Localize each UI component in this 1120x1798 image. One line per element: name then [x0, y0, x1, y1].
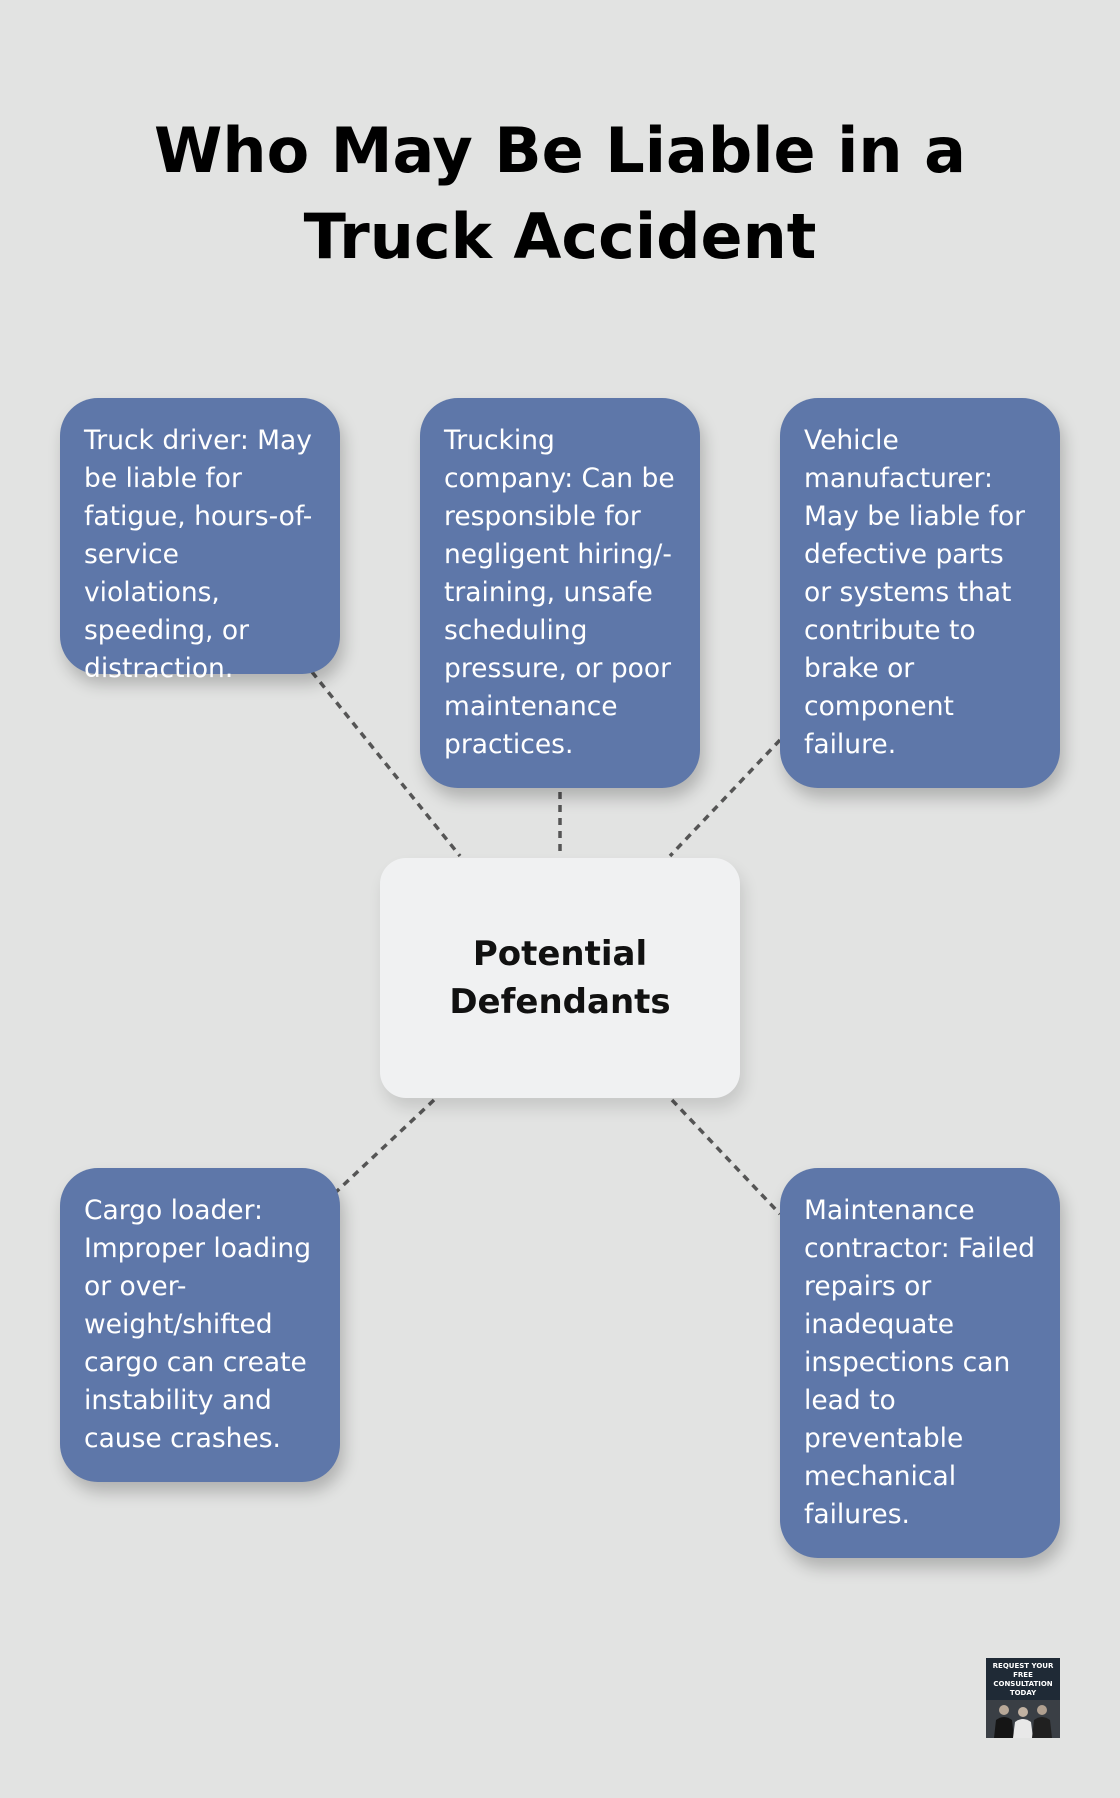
- node-trucking-company: Trucking company: Can be responsible for…: [420, 398, 700, 788]
- diagram-title: Who May Be Liable in a Truck Accident: [154, 114, 966, 273]
- consultation-logo[interactable]: REQUEST YOUR FREE CONSULTATION TODAY: [986, 1658, 1060, 1738]
- connector-maintenance-contractor: [670, 1098, 782, 1216]
- node-trucking-company-text: Trucking company: Can be responsible for…: [444, 425, 675, 760]
- node-truck-driver-text: Truck driver: May be liable for fatigue,…: [84, 425, 313, 684]
- node-truck-driver: Truck driver: May be liable for fatigue,…: [60, 398, 340, 684]
- center-node: Potential Defendants: [380, 858, 740, 1098]
- center-node-label: Potential Defendants: [449, 934, 671, 1022]
- connector-truck-driver: [310, 670, 462, 858]
- node-cargo-loader: Cargo loader: Improper loading or over-w…: [60, 1168, 340, 1482]
- attorneys-photo-icon: [986, 1700, 1060, 1738]
- logo-text: REQUEST YOUR FREE CONSULTATION TODAY: [992, 1662, 1054, 1697]
- connector-vehicle-manufacturer: [668, 738, 782, 858]
- connector-cargo-loader: [334, 1098, 436, 1194]
- node-maintenance-contractor: Maintenance contractor: Failed repairs o…: [780, 1168, 1060, 1558]
- node-vehicle-manufacturer: Vehicle manufacturer: May be liable for …: [780, 398, 1060, 788]
- node-maintenance-contractor-text: Maintenance contractor: Failed repairs o…: [804, 1195, 1035, 1530]
- node-cargo-loader-text: Cargo loader: Improper loading or over-w…: [84, 1195, 312, 1454]
- node-vehicle-manufacturer-text: Vehicle manufacturer: May be liable for …: [804, 425, 1026, 760]
